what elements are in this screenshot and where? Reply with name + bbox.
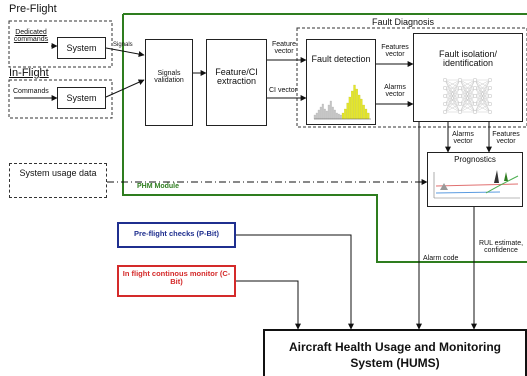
nn-node	[473, 85, 478, 90]
pre-flight-checks-box	[117, 222, 236, 248]
rul-estimate-label: RUL estimate, confidence	[478, 240, 524, 255]
phm-module-border	[122, 13, 527, 263]
nn-node	[473, 109, 478, 114]
signals-edge-label: Signals	[113, 42, 133, 48]
fault-diagnosis-group-border	[296, 27, 527, 128]
phm-module-label: PHM Module	[137, 183, 179, 190]
signals-validation-label: Signals validation	[154, 70, 184, 85]
features-vector-3-label: Features vector	[492, 131, 520, 146]
fault-isolation-box	[413, 33, 523, 122]
ci-vector-label: CI vector	[269, 87, 298, 94]
nn-node	[473, 101, 478, 106]
pre-flight-group-border	[8, 20, 113, 68]
nn-node	[458, 109, 463, 114]
system-in-flight-box	[57, 87, 106, 109]
hums-label: Aircraft Health Usage and Monitoring Sys…	[288, 340, 502, 371]
nn-node	[458, 101, 463, 106]
prognostics-chart	[433, 170, 520, 199]
in-flight-monitor-box	[117, 265, 236, 297]
nn-node	[443, 109, 448, 114]
nn-node	[458, 77, 463, 82]
nn-node	[488, 85, 493, 90]
fault-detection-box	[306, 39, 376, 125]
fault-isolation-label: Fault isolation/ identification	[438, 49, 498, 69]
nn-node	[473, 93, 478, 98]
nn-node	[473, 77, 478, 82]
features-vector-2-label: Features vector	[381, 44, 409, 59]
commands-label: Commands	[13, 88, 49, 95]
arrow-system-in-to-validation	[105, 79, 145, 98]
prognostics-label: Prognostics	[454, 155, 496, 164]
prognostics-box	[427, 152, 523, 207]
hums-box	[263, 329, 527, 376]
alarm-code-label: Alarm code	[423, 255, 459, 262]
nn-node	[458, 93, 463, 98]
fault-diagnosis-label: Fault Diagnosis	[372, 17, 435, 27]
nn-node	[488, 109, 493, 114]
system-usage-box	[9, 163, 107, 198]
signals-validation-box	[145, 39, 193, 126]
dedicated-commands-label: Dedicated commands	[13, 29, 49, 44]
pre-flight-checks-label: Pre-flight checks (P-Bit)	[133, 229, 219, 238]
nn-node	[488, 101, 493, 106]
nn-node	[443, 101, 448, 106]
arrow-pbit-to-hums	[236, 234, 354, 330]
arrow-system-pre-to-validation	[105, 47, 145, 57]
arrow-cbit-to-hums	[236, 280, 301, 330]
alarms-vector-1-label: Alarms vector	[384, 84, 406, 99]
nn-node	[488, 93, 493, 98]
nn-node	[443, 93, 448, 98]
feature-extraction-box	[206, 39, 267, 126]
nn-node	[443, 77, 448, 82]
nn-node	[488, 77, 493, 82]
in-flight-monitor-label: In flight continous monitor (C-Bit)	[122, 269, 231, 286]
alarms-vector-2-label: Alarms vector	[452, 131, 474, 146]
feature-vector-1-label: Feature vector	[271, 41, 297, 56]
nn-node	[443, 85, 448, 90]
system-in-flight-label: System	[66, 93, 97, 103]
system-pre-flight-box	[57, 37, 106, 59]
pre-flight-label: Pre-Flight	[9, 3, 57, 15]
system-pre-flight-label: System	[66, 43, 97, 53]
fault-detection-label: Fault detection	[311, 54, 371, 64]
in-flight-group-border	[8, 79, 113, 119]
in-flight-label: In-Flight	[9, 67, 49, 79]
fault-detection-plot	[313, 84, 371, 120]
neural-network-graphic	[443, 77, 493, 114]
system-usage-label: System usage data	[19, 168, 97, 178]
nn-node	[458, 85, 463, 90]
feature-extraction-label: Feature/CI extraction	[215, 67, 258, 87]
